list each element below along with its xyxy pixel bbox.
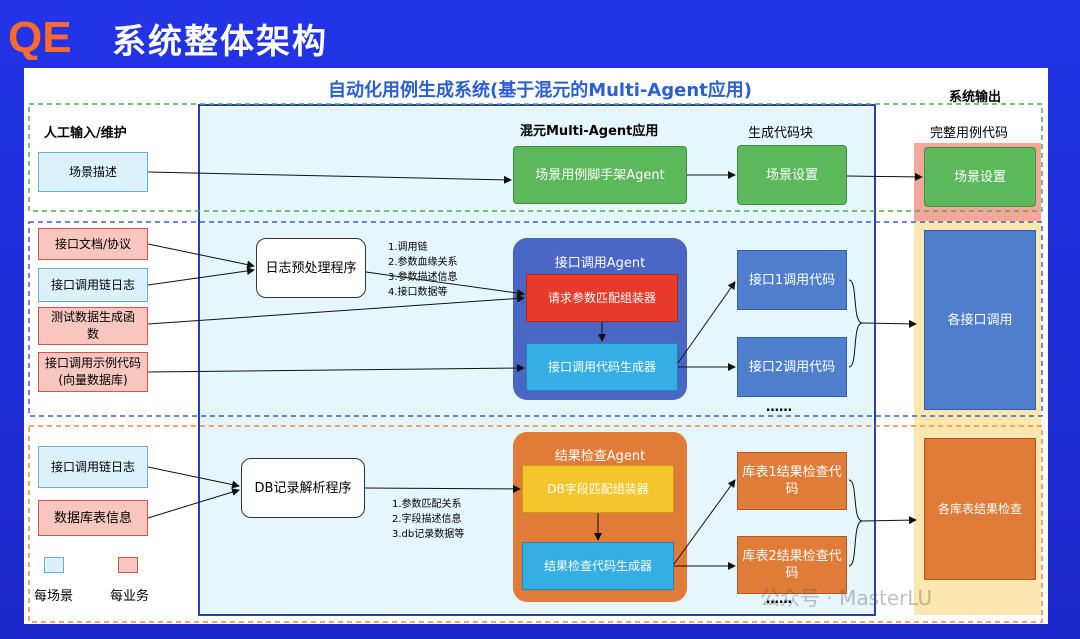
header-agent-app: 混元Multi-Agent应用 <box>520 124 659 139</box>
input-call-chain-log-db: 接口调用链日志 <box>38 446 148 488</box>
check-agent-title: 结果检查Agent <box>554 449 646 464</box>
section-check-frame <box>28 425 1043 623</box>
preprocessor-notes: 1.调用链 2.参数血缘关系 3.参数描述信息 4.接口数据等 <box>388 240 458 300</box>
note-line: 2.字段描述信息 <box>392 514 462 525</box>
output-interface-calls: 各接口调用 <box>924 230 1036 410</box>
input-interface-doc: 接口文档/协议 <box>38 228 148 260</box>
interface-code-generator: 接口调用代码生成器 <box>526 343 678 391</box>
section-interface-frame <box>28 221 1043 417</box>
interface-ellipsis: …… <box>766 400 792 415</box>
legend-scene-swatch <box>44 557 64 573</box>
param-assembler: 请求参数匹配组装器 <box>526 274 678 322</box>
table2-check-code: 库表2结果检查代码 <box>737 536 847 594</box>
output-scene-setup: 场景设置 <box>924 147 1036 207</box>
note-line: 3.参数描述信息 <box>388 272 458 283</box>
qe-logo: QE <box>8 13 72 60</box>
note-line: 1.调用链 <box>388 242 428 253</box>
svg-text:QE: QE <box>8 13 72 60</box>
header-input: 人工输入/维护 <box>44 126 127 141</box>
header-code-blocks: 生成代码块 <box>748 126 814 141</box>
note-line: 4.接口数据等 <box>388 287 448 298</box>
check-code-generator: 结果检查代码生成器 <box>522 542 674 590</box>
input-call-chain-log: 接口调用链日志 <box>38 268 148 302</box>
legend-business-label: 每业务 <box>110 589 150 604</box>
interface2-code: 接口2调用代码 <box>737 337 847 397</box>
note-line: 3.db记录数据等 <box>392 529 465 540</box>
code-scene-setup: 场景设置 <box>737 145 847 205</box>
input-test-data-func: 测试数据生成函数 <box>38 307 148 345</box>
output-table-checks: 各库表结果检查 <box>924 438 1036 580</box>
page-title: 系统整体架构 <box>112 22 328 62</box>
note-line: 1.参数匹配关系 <box>392 499 462 510</box>
watermark: 公众号 · MasterLU <box>760 586 933 610</box>
table1-check-code: 库表1结果检查代码 <box>737 452 847 510</box>
note-line: 2.参数血缘关系 <box>388 257 458 268</box>
interface1-code: 接口1调用代码 <box>737 250 847 310</box>
legend-scene-label: 每场景 <box>34 589 74 604</box>
input-example-code: 接口调用示例代码 (向量数据库) <box>38 352 148 392</box>
agent-scene-scaffold: 场景用例脚手架Agent <box>513 146 687 204</box>
legend-business-swatch <box>118 557 138 573</box>
input-db-table-info: 数据库表信息 <box>38 500 148 536</box>
section-scene-frame <box>28 103 1043 212</box>
diagram-title: 自动化用例生成系统(基于混元的Multi-Agent应用) <box>327 80 753 101</box>
parser-notes: 1.参数匹配关系 2.字段描述信息 3.db记录数据等 <box>392 497 464 542</box>
check-ellipsis: …… <box>766 592 792 607</box>
log-preprocessor: 日志预处理程序 <box>256 238 366 298</box>
output-title: 系统输出 <box>948 90 1001 105</box>
header-complete-code: 完整用例代码 <box>930 126 1009 141</box>
input-scene-description: 场景描述 <box>38 152 148 192</box>
db-record-parser: DB记录解析程序 <box>241 458 365 518</box>
db-field-assembler: DB字段匹配组装器 <box>522 465 674 513</box>
interface-agent-title: 接口调用Agent <box>554 256 646 271</box>
